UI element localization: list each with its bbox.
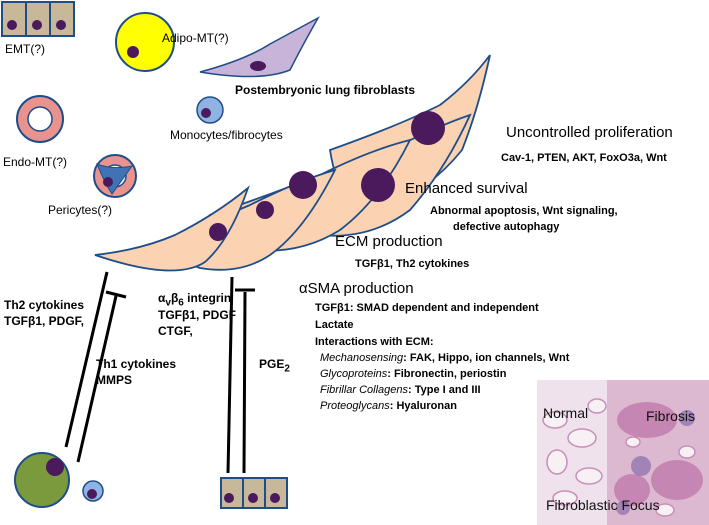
histology-image: Normal Fibrosis Fibroblastic Focus: [537, 380, 709, 525]
adipo-mt-label: Adipo-MT(?): [162, 31, 229, 45]
asma-line-3: Interactions with ECM:: [315, 336, 434, 348]
asma-alpha-symbol: α: [299, 280, 308, 297]
th1-inhibitor-bar: [105, 290, 127, 299]
ecm-title: ECM production: [335, 233, 443, 250]
asma-item-glycoproteins: Glycoproteins: Fibronectin, periostin: [320, 368, 507, 380]
emt-label: EMT(?): [5, 42, 45, 56]
signal-lines: [64, 271, 255, 474]
pge2-inhibitory-line: [242, 291, 247, 474]
proliferation-title: Uncontrolled proliferation: [506, 124, 673, 141]
endothelial-cell: [16, 95, 64, 143]
th2-stimulatory-line: [64, 271, 109, 448]
th1-inhibitory-line: [76, 295, 118, 463]
integrin-label: αvβ6 integrin: [158, 291, 232, 309]
fibroblast-stack: [94, 54, 491, 272]
postembryonic-label: Postembryonic lung fibroblasts: [235, 83, 416, 97]
asma-line-1: TGFβ1: SMAD dependent and independent: [315, 302, 539, 314]
asma-item-proteoglycans: Proteoglycans: Hyaluronan: [320, 400, 457, 412]
asma-item-collagens: Fibrillar Collagens: Type I and III: [320, 384, 481, 396]
asma-line-2: Lactate: [315, 319, 354, 331]
immune-cells: [14, 452, 104, 508]
histology-focus-label: Fibroblastic Focus: [546, 497, 660, 513]
pge2-label: PGE2: [259, 357, 290, 375]
monocyte-cell: [196, 96, 224, 124]
histology-fibrosis-label: Fibrosis: [646, 408, 696, 424]
asma-title-text: SMA production: [307, 280, 414, 297]
emt-epithelial-cells: [1, 1, 75, 37]
epithelial-signal-2: TGFβ1, PDGF: [158, 308, 236, 322]
th1-label-1: Th1 cytokines: [96, 357, 177, 371]
ecm-detail: TGFβ1, Th2 cytokines: [355, 258, 470, 270]
histology-normal-label: Normal: [543, 405, 589, 421]
proliferation-detail: Cav-1, PTEN, AKT, FoxO3a, Wnt: [501, 152, 667, 164]
asma-item-mechanosensing: Mechanosensing: FAK, Hippo, ion channels…: [320, 352, 570, 364]
pericyte-cell: [93, 154, 137, 198]
histology-texture: [537, 380, 709, 525]
survival-detail-1: Abnormal apoptosis, Wnt signaling,: [430, 205, 618, 217]
pericytes-label: Pericytes(?): [48, 203, 113, 217]
epithelial-signal-3: CTGF,: [158, 324, 193, 338]
survival-title: Enhanced survival: [405, 180, 528, 197]
th2-label-2: TGFβ1, PDGF,: [4, 314, 84, 328]
asma-title: αSMA production: [299, 280, 414, 298]
survival-detail-2: defective autophagy: [453, 221, 560, 233]
adipocyte-cell: [115, 12, 175, 72]
epithelial-stimulatory-line: [226, 276, 234, 474]
epithelial-cells-bottom: [220, 477, 288, 509]
lung-fibroblast-cell: [199, 16, 320, 78]
endo-mt-label: Endo-MT(?): [3, 155, 68, 169]
th1-label-2: MMPS: [96, 373, 132, 387]
monocytes-label: Monocytes/fibrocytes: [170, 128, 283, 142]
th2-label-1: Th2 cytokines: [4, 298, 85, 312]
